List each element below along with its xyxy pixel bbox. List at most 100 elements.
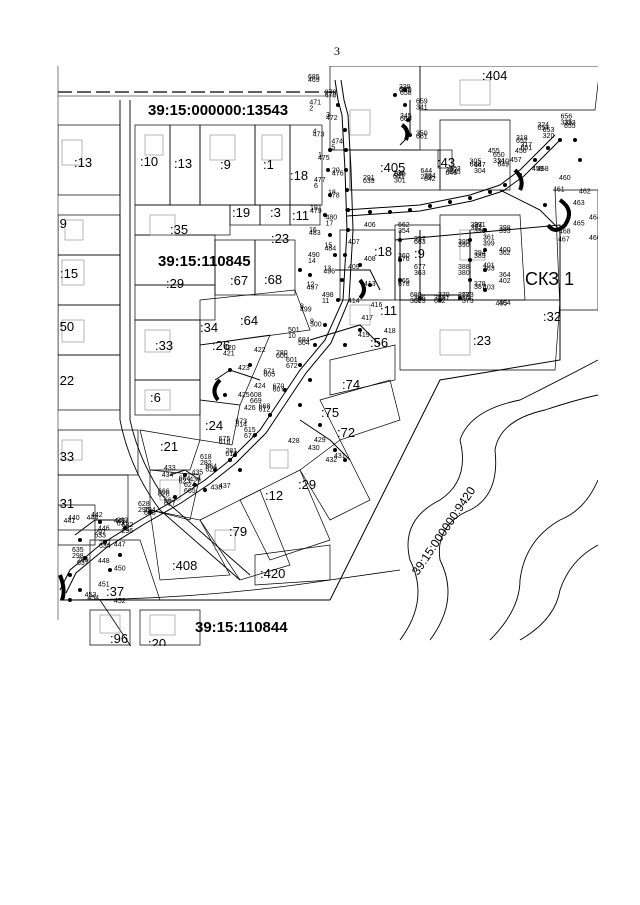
point-number-label: 678 bbox=[398, 281, 410, 288]
point-number-label: 2 bbox=[309, 105, 313, 112]
point-number-label: 476 bbox=[332, 171, 344, 178]
point-number-label: 454 bbox=[87, 595, 99, 602]
point-number-label: 633 bbox=[94, 533, 106, 540]
point-number-label: 631 bbox=[117, 521, 129, 528]
point-number-label: 362 bbox=[499, 250, 511, 257]
point-number-label: 469 bbox=[308, 77, 320, 84]
point-number-label: 3 bbox=[326, 112, 330, 119]
quarter-13543-label: 39:15:000000:13543 bbox=[148, 102, 288, 119]
point-number-label: 435 bbox=[192, 470, 204, 477]
point-number-label: 431 bbox=[334, 453, 346, 460]
parcel-label: :9 bbox=[414, 246, 425, 261]
point-number-label: 653 bbox=[543, 127, 555, 134]
point-number-label: 401 bbox=[483, 263, 495, 270]
parcel-label: :35 bbox=[170, 222, 188, 237]
point-number-label: 437 bbox=[219, 483, 231, 490]
point-number-label: 451 bbox=[98, 582, 110, 589]
parcel-label: :18 bbox=[374, 244, 392, 259]
point-number-label: 279 bbox=[325, 90, 337, 97]
point-number-label: 282 bbox=[200, 460, 212, 467]
parcel-label: :96 bbox=[110, 631, 128, 646]
point-number-label: 618 bbox=[200, 454, 212, 461]
point-number-label: 666 bbox=[158, 488, 170, 495]
point-number-label: 461 bbox=[553, 186, 565, 193]
point-number-label: 642 bbox=[424, 176, 436, 183]
point-number-label: 680 bbox=[410, 292, 422, 299]
point-number-label: 416 bbox=[371, 302, 383, 309]
page-number: 3 bbox=[334, 44, 340, 58]
point-number-label: 292 bbox=[99, 540, 111, 547]
point-number-label: 10 bbox=[288, 333, 296, 340]
point-number-label: 405 bbox=[496, 301, 508, 308]
point-number-label: 448 bbox=[98, 558, 110, 565]
parcel-label: :405 bbox=[380, 160, 405, 175]
point-number-label: 683 bbox=[462, 292, 474, 299]
point-number-label: 390 bbox=[458, 242, 470, 249]
parcel-label: :29 bbox=[298, 477, 316, 492]
point-number-label: 464 bbox=[589, 215, 601, 222]
point-number-label: 380 bbox=[458, 270, 470, 277]
point-number-label: 341 bbox=[416, 105, 428, 112]
point-number-label: 601 bbox=[286, 357, 298, 364]
point-number-label: 470 bbox=[325, 93, 337, 100]
point-number-label: 361 bbox=[483, 235, 495, 242]
point-number-label: 387 bbox=[474, 284, 486, 291]
parcel-label: :75 bbox=[321, 405, 339, 420]
point-number-label: 674 bbox=[244, 433, 256, 440]
point-number-label: 417 bbox=[361, 315, 373, 322]
point-number-label: 462 bbox=[579, 189, 591, 196]
point-number-label: 672 bbox=[286, 363, 298, 370]
point-number-label: 670 bbox=[273, 383, 285, 390]
parcel-label: :74 bbox=[342, 377, 360, 392]
street-edge-left bbox=[119, 100, 241, 581]
point-number-label: 663 bbox=[414, 239, 426, 246]
point-number-label: 339 bbox=[400, 87, 412, 94]
point-number-labels: 6852792345120618191716151413121189106842… bbox=[64, 74, 601, 605]
point-number-label: 20 bbox=[332, 168, 340, 175]
point-number-label: 408 bbox=[364, 256, 376, 263]
parcel-label: :19 bbox=[232, 205, 250, 220]
point-number-label: 414 bbox=[348, 298, 360, 305]
point-number-label: 673 bbox=[235, 418, 247, 425]
point-number-label: 456 bbox=[515, 148, 527, 155]
point-number-label: 646 bbox=[446, 170, 458, 177]
point-number-label: 444 bbox=[87, 515, 99, 522]
point-number-label: 627 bbox=[164, 501, 176, 508]
parcel-label: :3 bbox=[270, 205, 281, 220]
point-number-label: 418 bbox=[384, 328, 396, 335]
point-number-label: 657 bbox=[399, 87, 411, 94]
point-number-label: 471 bbox=[309, 99, 321, 106]
point-number-label: 17 bbox=[326, 221, 334, 228]
point-number-label: 497 bbox=[307, 285, 319, 292]
point-number-label: 614 bbox=[235, 421, 247, 428]
river-9420 bbox=[399, 359, 598, 641]
parcel-label: :23 bbox=[271, 231, 289, 246]
point-number-label: 654 bbox=[537, 125, 549, 132]
point-number-label: 430 bbox=[308, 445, 320, 452]
parcel-label: :29 bbox=[166, 276, 184, 291]
point-number-label: 484 bbox=[325, 246, 337, 253]
point-number-label: 424 bbox=[254, 383, 266, 390]
parcel-label: :43 bbox=[437, 155, 455, 170]
point-number-label: 659 bbox=[416, 99, 428, 106]
point-number-label: 419 bbox=[358, 332, 370, 339]
point-number-label: 400 bbox=[499, 247, 511, 254]
quarter-border-110845 bbox=[60, 224, 561, 601]
parcel-label: :20 bbox=[148, 636, 166, 651]
point-number-label: 605 bbox=[263, 372, 275, 379]
point-number-label: 295 bbox=[138, 507, 150, 514]
parcel-label: :26 bbox=[212, 338, 230, 353]
point-number-label: 318 bbox=[516, 135, 528, 142]
point-number-label: 428 bbox=[288, 438, 300, 445]
point-number-label: 650 bbox=[493, 152, 505, 159]
point-number-label: 450 bbox=[114, 565, 126, 572]
point-number-label: 685 bbox=[308, 74, 320, 81]
point-number-label: 397 bbox=[471, 222, 483, 229]
point-number-label: 684 bbox=[298, 337, 310, 344]
point-number-label: 19 bbox=[310, 205, 318, 212]
point-number-label: 433 bbox=[164, 465, 176, 472]
point-number-label: 463 bbox=[573, 200, 585, 207]
survey-points bbox=[68, 88, 582, 602]
parcel-label: :6 bbox=[150, 390, 161, 405]
parcel-label: :13 bbox=[174, 156, 192, 171]
